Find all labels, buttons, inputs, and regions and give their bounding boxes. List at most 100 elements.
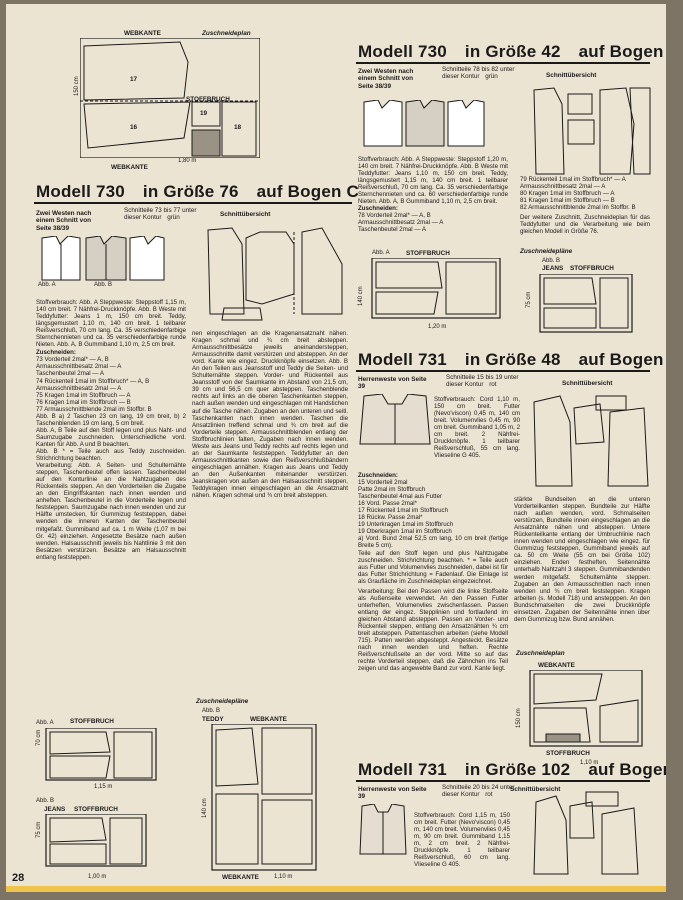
verarbeitung-731-48-cont: stärkte Bundseiten an die unteren Vorder… — [514, 496, 650, 623]
dim-b-h: 75 cm — [36, 821, 42, 838]
piece-17: 17 — [130, 76, 138, 83]
part-line: Abb. B * = Teile auch aus Teddy zuschnei… — [36, 447, 186, 463]
part-line: Taschenbeutel 2mal — A — [36, 370, 104, 378]
part-line: Armausschnittbesatz 2mal — A — [36, 384, 122, 392]
dim-a-w: 1,15 m — [94, 784, 113, 790]
plan-abb-a-730-42: Abb. A STOFFBRUCH 140 cm 1,20 m — [358, 250, 504, 330]
part-line: 15 Vorderteil 2mal — [358, 479, 408, 487]
top-plan-drawing: 17 16 19 18 — [80, 38, 260, 158]
heading-size: in Größe 102 — [464, 760, 571, 779]
zuschneideplane-730-76: Zuschneidepläne — [196, 698, 249, 705]
magazine-page: WEBKANTE Zuschneideplan STOFFBRUCH 150 c… — [6, 4, 666, 892]
part-line: 16 Vord. Passe 2mal* — [358, 500, 418, 508]
text-731-48-top: Stoffverbrauch: Cord 1,10 m, 150 cm brei… — [434, 396, 520, 459]
zuschnitt-note: Teile auf den Stoff legen und plus Nahtz… — [358, 549, 508, 585]
contour-731-102: Schnitteile 20 bis 24 unter dieser Kontu… — [442, 784, 522, 799]
stoffbruch-b: STOFFBRUCH — [74, 806, 118, 813]
page-number: 28 — [12, 872, 25, 884]
stoffverbrauch-731-102: Stoffverbrauch: Cord 1,15 m, 150 cm brei… — [414, 812, 510, 869]
part-line: a) Vord. Bund 2mal 52,5 cm lang, 10 cm b… — [358, 535, 508, 550]
part-line: Taschenbeutel 4mal aus Futter — [358, 493, 442, 501]
zuschneiden-title: Zuschneiden: — [358, 472, 398, 479]
heading-model: Modell 731 — [358, 760, 447, 779]
rule-730-42 — [356, 62, 650, 64]
heading-model: Modell 731 — [358, 350, 447, 369]
part-line: 17 Rückenteil 1mal im Stoffbruch — [358, 507, 448, 515]
top-cutting-plan: WEBKANTE Zuschneideplan STOFFBRUCH 150 c… — [56, 4, 306, 176]
vest-sketch-731-48 — [358, 394, 432, 448]
part-line: Patte 2mal im Stoffbruch — [358, 486, 426, 494]
rule-731-102 — [356, 780, 650, 782]
piece-16: 16 — [130, 124, 138, 131]
abb-b-teddy: Abb. B — [202, 708, 221, 714]
part-line: Abb. A, B Teile auf den Stoff legen und … — [36, 426, 186, 448]
webkante-label: WEBKANTE — [538, 662, 575, 669]
dim-b-w: 1,00 m — [88, 874, 107, 880]
dim-a-w: 1,20 m — [428, 324, 447, 330]
contour-color: grün — [167, 214, 180, 222]
text-731-48-col1: Zuschneiden: 15 Vorderteil 2mal Patte 2m… — [358, 472, 508, 672]
abb-b-label: Abb. B — [36, 798, 55, 804]
dim-a-h: 70 cm — [36, 729, 42, 746]
subhead-731-48: Herrenweste von Seite 39 — [358, 376, 427, 391]
dim-c-h: 140 cm — [202, 798, 208, 818]
part-line: 79 Rückenteil 1mal im Stoffbruch* — A — [520, 176, 626, 183]
contour-730-42: Schnitteile 78 bis 82 unter dieser Kontu… — [442, 66, 526, 81]
zuschneiden-title: Zuschneiden: — [358, 205, 398, 213]
abb-a-label: Abb. A — [36, 720, 54, 726]
subhead-731-102: Herrenweste von Seite 39 — [358, 786, 427, 801]
schnitt-diagram-731-102 — [526, 790, 646, 878]
heading-sheet: auf Bogen D — [588, 760, 666, 779]
stoffbruch-label: STOFFBRUCH — [546, 750, 590, 757]
part-line: 81 Kragen 1mal im Stoffbruch — B — [520, 197, 615, 205]
dim-w: 1,10 m — [580, 760, 599, 766]
teddy-label: TEDDY — [202, 716, 224, 723]
heading-size: in Größe 42 — [464, 42, 561, 61]
part-line: 77 Armausschnittblende 2mal im Stoffbr. … — [36, 405, 152, 413]
abb-b-label: Abb. B — [542, 258, 561, 264]
rest-text: Der weitere Zuschnitt, Zuschneideplan fü… — [520, 214, 650, 236]
webkante-top: WEBKANTE — [250, 716, 287, 723]
schnitt-diagram-730-42 — [530, 84, 654, 180]
text-730-42-right: 79 Rückenteil 1mal im Stoffbruch* — A Ar… — [520, 176, 650, 235]
plan-teddy-730-76: Abb. B TEDDY WEBKANTE 140 cm WEBKANTE 1,… — [202, 708, 332, 881]
part-line: 80 Kragen 1mal im Stoffbruch — A — [520, 190, 615, 198]
verarbeitung-731-48: Verarbeitung: Bei den Passen wird die li… — [358, 587, 508, 673]
heading-731-102: Modell 731 in Größe 102 auf Bogen D — [358, 760, 666, 780]
part-line: 82 Armausschnittblende 2mal im Stoffbr. … — [520, 204, 636, 212]
heading-model: Modell 730 — [36, 182, 125, 201]
plan-abb-b-730-76: Abb. B JEANS STOFFBRUCH 75 cm 1,00 m — [36, 798, 166, 880]
heading-model: Modell 730 — [358, 42, 447, 61]
vest-sketches-730-76: Abb. A Abb. B — [36, 236, 166, 288]
part-line: Armausschnittbesatz 2mal — A — [358, 219, 444, 227]
zuschneideplane-730-42: Zuschneidepläne — [520, 248, 573, 255]
part-line: Armausschnittbesatz 2mal — A — [36, 363, 122, 371]
stoffverbrauch-730-42: Stoffverbrauch: Abb. A Steppweste: Stepp… — [358, 156, 508, 206]
schnittubersicht-731-102: Schnittübersicht — [510, 786, 561, 793]
bottom-color-band — [6, 886, 666, 892]
contour-730-76: Schnitteile 73 bis 77 unter dieser Kontu… — [124, 207, 206, 222]
part-line: 19 Unterkragen 1mal im Stoffbruch — [358, 521, 454, 529]
zuschneiden-title: Zuschneiden: — [36, 349, 76, 357]
jeans-label: JEANS — [542, 265, 564, 272]
part-line: 74 Rückenteil 1mal im Stoffbruch* — A, B — [36, 377, 150, 385]
dim-h: 150 cm — [516, 708, 522, 728]
plan-abb-a-730-76: Abb. A STOFFBRUCH 70 cm 1,15 m — [36, 718, 166, 790]
part-line: Abb. B a) 2 Taschen 23 cm lang, 19 cm br… — [36, 412, 186, 427]
piece-19: 19 — [200, 110, 208, 117]
part-line: 75 Kragen 1mal im Stoffbruch — A — [36, 391, 131, 399]
rule-731-48 — [356, 370, 650, 372]
stoffbruch-a: STOFFBRUCH — [70, 718, 114, 725]
subhead-730-42: Zwei Westen nach einem Schnitt von Seite… — [358, 68, 414, 90]
abb-b: Abb. B — [94, 282, 113, 288]
plan-abb-b-730-42: Abb. B JEANS STOFFBRUCH 75 cm — [526, 258, 636, 340]
dim-a-h: 140 cm — [358, 286, 364, 306]
subhead-730-76: Zwei Westen nach einem Schnitt von Seite… — [36, 210, 92, 232]
webkante-bottom: WEBKANTE — [222, 874, 259, 881]
part-line: 76 Kragen 1mal im Stoffbruch — B — [36, 398, 131, 406]
text-731-48-col2: stärkte Bundseiten an die unteren Vorder… — [514, 496, 650, 623]
heading-sheet: auf Bogen D — [578, 350, 666, 369]
zuschneideplan-label: Zuschneideplan — [202, 30, 251, 37]
text-730-42: Stoffverbrauch: Abb. A Steppweste: Stepp… — [358, 156, 508, 234]
